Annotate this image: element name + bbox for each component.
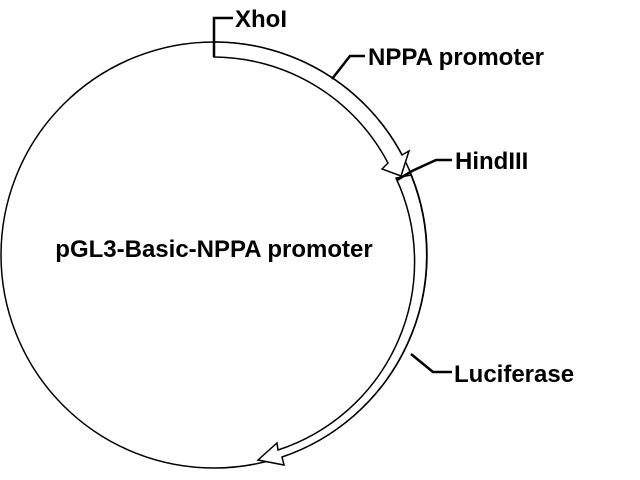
- plasmid-name: pGL3-Basic-NPPA promoter: [55, 236, 372, 263]
- nppa-promoter-label: NPPA promoter: [368, 44, 544, 71]
- luciferase-leader: [410, 353, 452, 374]
- xhoi-label: XhoI: [235, 6, 287, 33]
- nppa-promoter-arrow: [213, 41, 411, 177]
- hindiii-site-marker: [396, 158, 452, 182]
- xhoi-site-marker: [212, 16, 233, 57]
- nppa-promoter-leader: [331, 54, 365, 80]
- luciferase-label: Luciferase: [454, 361, 574, 388]
- luciferase-arrow: [256, 174, 428, 466]
- hindiii-label: HindIII: [455, 148, 528, 175]
